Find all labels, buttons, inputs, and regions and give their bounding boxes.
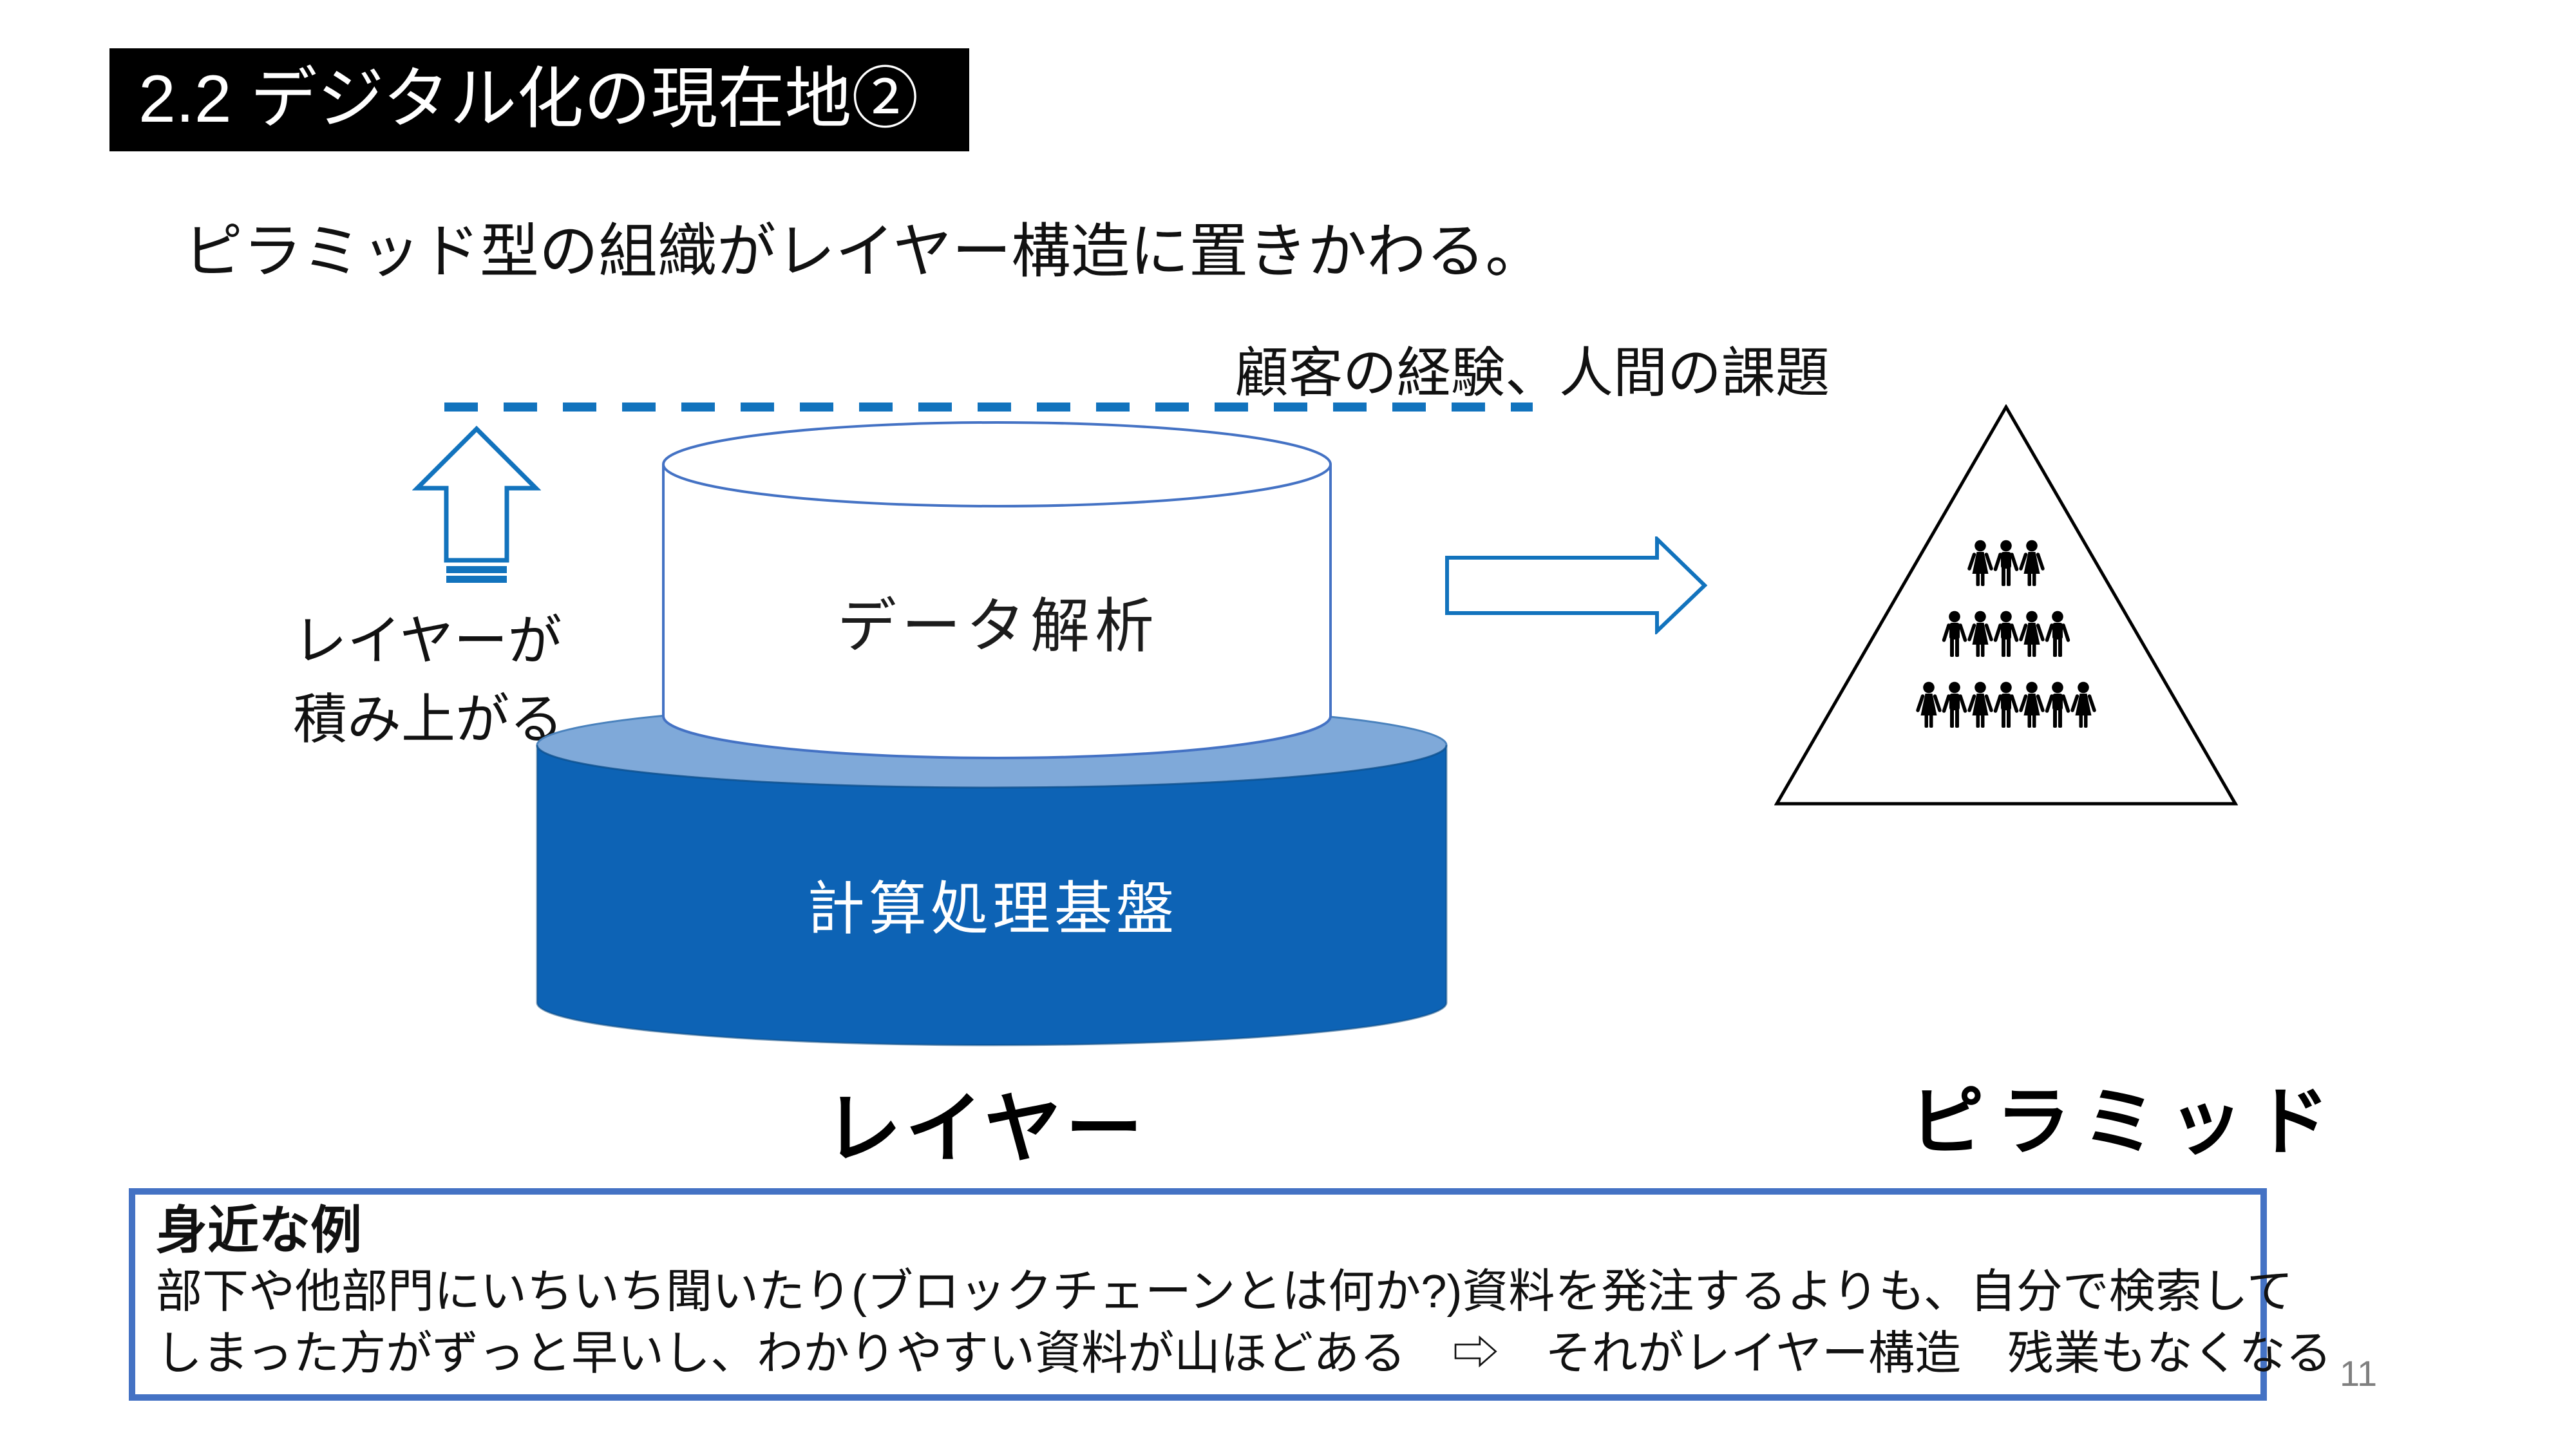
person-male-icon — [2045, 611, 2070, 672]
person-female-icon — [2019, 540, 2045, 601]
pyramid-caption: ピラミッド — [1909, 1080, 2341, 1164]
person-female-icon — [2070, 681, 2096, 743]
person-male-icon — [1993, 611, 2019, 672]
pyramid-people-row — [1967, 540, 2045, 601]
person-female-icon — [1967, 611, 1993, 672]
person-female-icon — [1967, 540, 1993, 601]
layer-caption: レイヤー — [824, 1086, 1147, 1172]
example-box: 身近な例 部下や他部門にいちいち聞いたり(ブロックチェーンとは何か?)資料を発注… — [129, 1188, 2332, 1401]
up-arrow-label: レイヤーが 積み上がる — [293, 602, 564, 759]
layer-stripe — [446, 566, 507, 573]
person-male-icon — [1993, 540, 2019, 601]
pyramid-people-row — [1916, 681, 2096, 743]
pyramid-people — [1845, 540, 2167, 752]
example-line-1: 部下や他部門にいちいち聞いたり(ブロックチェーンとは何か?)資料を発注するよりも… — [156, 1266, 2293, 1318]
up-arrow-label-line2: 積み上がる — [293, 688, 564, 750]
dashed-boundary-line — [444, 402, 1533, 412]
person-female-icon — [1967, 681, 1993, 743]
person-male-icon — [1942, 611, 1967, 672]
person-male-icon — [1993, 681, 2019, 743]
slide-title-bar: 2.2 デジタル化の現在地② — [109, 48, 969, 151]
boundary-label: 顧客の経験、人間の課題 — [1235, 343, 1830, 403]
page-number: 11 — [2340, 1353, 2378, 1394]
person-male-icon — [2045, 681, 2070, 743]
pyramid-people-row — [1942, 611, 2070, 672]
example-heading: 身近な例 — [156, 1202, 362, 1259]
example-line-2: しまった方がずっと早いし、わかりやすい資料が山ほどある ⇨ それがレイヤー構造 … — [156, 1327, 2332, 1379]
data-cylinder-label: データ解析 — [837, 594, 1159, 659]
slide-subtitle: ピラミッド型の組織がレイヤー構造に置きかわる。 — [184, 219, 1545, 285]
person-female-icon — [2019, 611, 2045, 672]
right-arrow-icon — [1445, 536, 1708, 634]
layer-stripe — [446, 576, 507, 583]
compute-cylinder-label: 計算処理基盤 — [807, 877, 1178, 942]
layer-up-arrow-icon — [412, 426, 541, 583]
data-cylinder — [662, 421, 1332, 759]
person-female-icon — [2019, 681, 2045, 743]
up-arrow-label-line1: レイヤーが — [293, 611, 562, 671]
pyramid-triangle — [1774, 404, 2238, 806]
person-male-icon — [1942, 681, 1967, 743]
person-female-icon — [1916, 681, 1942, 743]
slide-title: 2.2 デジタル化の現在地② — [138, 62, 919, 137]
